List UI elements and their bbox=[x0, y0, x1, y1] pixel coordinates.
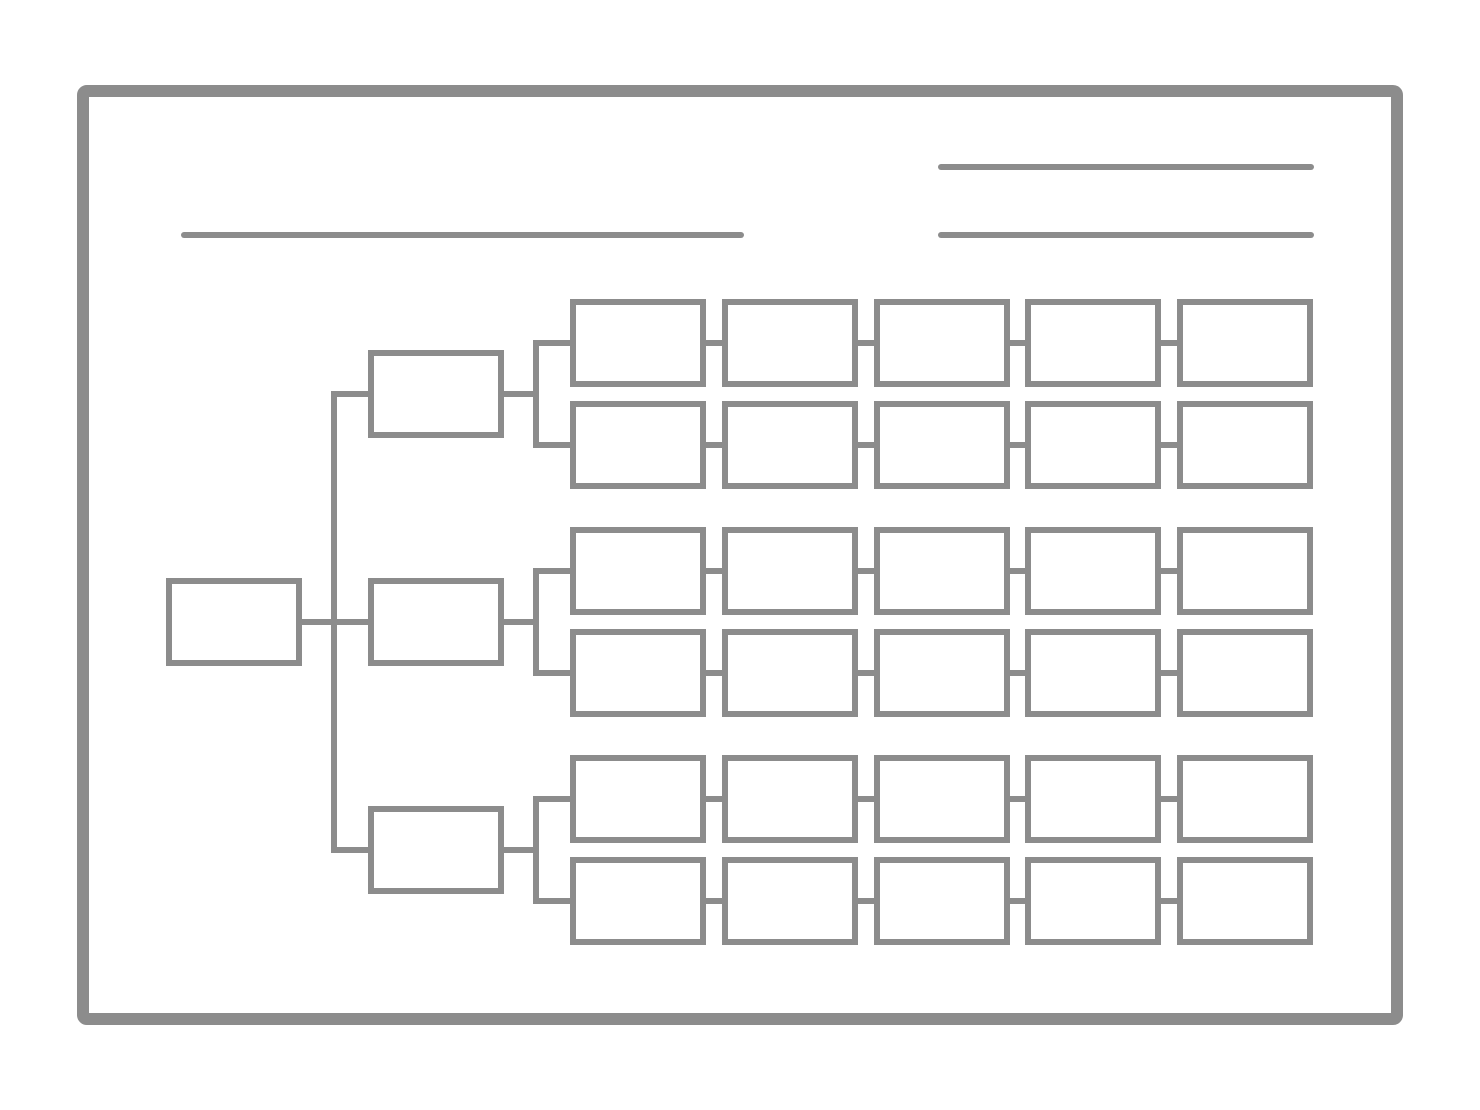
cell-box-3-2-2 bbox=[722, 857, 858, 945]
cell-box-2-2-5 bbox=[1177, 629, 1313, 717]
cell-box-2-1-2 bbox=[722, 527, 858, 615]
cell-box-2-2-4 bbox=[1025, 629, 1161, 717]
cell-box-2-2-3 bbox=[874, 629, 1010, 717]
cell-box-1-2-5 bbox=[1177, 401, 1313, 489]
cell-box-1-2-3 bbox=[874, 401, 1010, 489]
cell-box-1-2-1 bbox=[570, 401, 706, 489]
cell-box-2-1-4 bbox=[1025, 527, 1161, 615]
cell-box-3-1-5 bbox=[1177, 755, 1313, 843]
cell-box-2-2-2 bbox=[722, 629, 858, 717]
cell-box-3-2-1 bbox=[570, 857, 706, 945]
cell-box-3-1-3 bbox=[874, 755, 1010, 843]
cell-box-1-1-4 bbox=[1025, 299, 1161, 387]
cell-box-1-1-2 bbox=[722, 299, 858, 387]
cell-box-1-1-3 bbox=[874, 299, 1010, 387]
cell-box-2-1-1 bbox=[570, 527, 706, 615]
tree-structure bbox=[166, 299, 1313, 945]
cell-box-3-1-1 bbox=[570, 755, 706, 843]
level1-box-2 bbox=[368, 578, 504, 666]
level1-box-1 bbox=[368, 350, 504, 438]
cell-box-3-2-4 bbox=[1025, 857, 1161, 945]
cell-box-1-2-2 bbox=[722, 401, 858, 489]
cell-box-2-1-3 bbox=[874, 527, 1010, 615]
cell-box-1-2-4 bbox=[1025, 401, 1161, 489]
cell-box-2-1-5 bbox=[1177, 527, 1313, 615]
cell-box-3-1-4 bbox=[1025, 755, 1161, 843]
cell-box-3-2-3 bbox=[874, 857, 1010, 945]
outer-frame bbox=[77, 85, 1403, 1025]
cell-box-1-1-1 bbox=[570, 299, 706, 387]
root-box bbox=[166, 578, 302, 666]
cell-box-1-1-5 bbox=[1177, 299, 1313, 387]
cell-box-3-2-5 bbox=[1177, 857, 1313, 945]
level1-box-3 bbox=[368, 806, 504, 894]
cell-box-2-2-1 bbox=[570, 629, 706, 717]
cell-box-3-1-2 bbox=[722, 755, 858, 843]
